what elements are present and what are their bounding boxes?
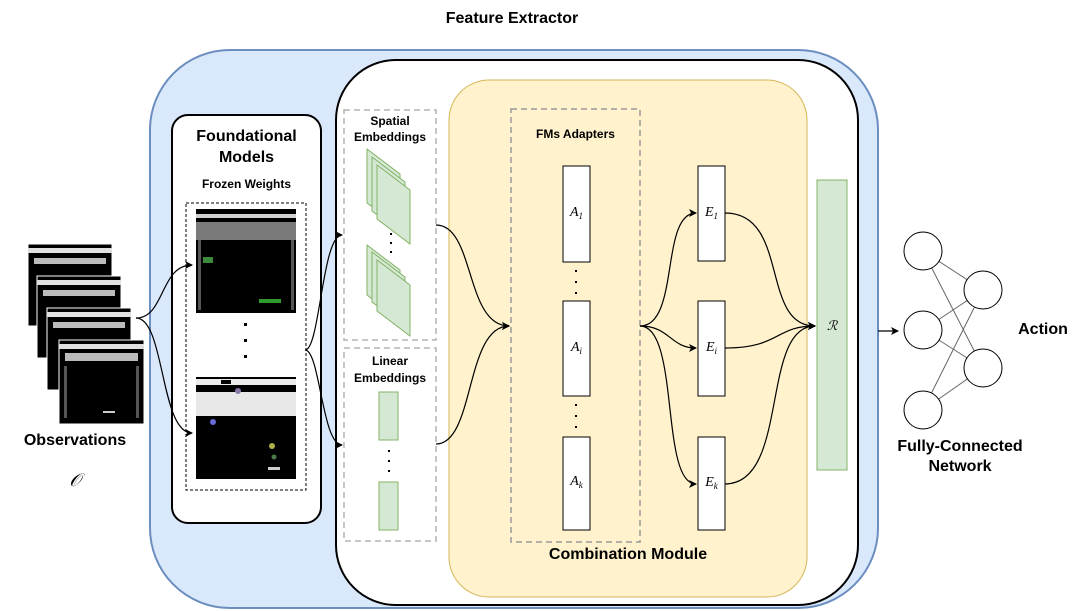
linear-embeddings-label-line1: Linear <box>371 354 408 368</box>
reducer-label: ℛ <box>826 318 838 333</box>
arrow-spatial-to-adapters <box>435 224 510 330</box>
linear-embedding-bar-1 <box>378 391 399 441</box>
fully-connected-network <box>903 231 1003 430</box>
spatial-embeddings-label-line1: Spatial <box>370 114 410 128</box>
reducer-bar <box>816 179 848 471</box>
fm-title-line1: Foundational <box>196 128 297 145</box>
arrow-fm-to-linear <box>304 349 343 449</box>
fully-connected-label-line1: Fully-Connected <box>897 438 1023 455</box>
linear-ellipsis <box>388 450 390 472</box>
adapter-box-1 <box>562 165 591 263</box>
spatial-embedding-stack-top <box>366 147 411 246</box>
adapter-label-i: Ai <box>570 340 583 356</box>
observation-stack <box>27 243 145 425</box>
adapter-ellipsis-bottom <box>575 404 577 428</box>
combination-module-box <box>448 79 808 598</box>
adapter-label-k: Ak <box>570 474 583 490</box>
frozen-weights-frame <box>185 202 307 491</box>
expert-label-1: E1 <box>704 205 719 221</box>
expert-label-i: Ei <box>705 340 718 356</box>
game-frame-top <box>196 209 296 313</box>
arrow-expert-1-to-reducer <box>724 212 816 330</box>
input-node-1 <box>903 231 943 271</box>
arrow-expert-k-to-reducer <box>724 322 816 485</box>
arrow-expert-i-to-reducer <box>724 322 816 349</box>
observations-label: Observations <box>23 432 127 449</box>
observations-symbol: 𝒪 <box>69 470 81 490</box>
arrow-adapters-to-expert-i <box>639 325 697 352</box>
spatial-embedding-stack-bottom <box>366 243 411 338</box>
adapters-title: FMs Adapters <box>536 127 615 141</box>
frame-ellipsis <box>244 323 247 358</box>
expert-box-k <box>697 436 726 531</box>
input-node-3 <box>903 390 943 430</box>
arrow-linear-to-adapters <box>435 322 510 445</box>
adapter-box-i <box>562 300 591 397</box>
output-node-1 <box>963 270 1003 310</box>
arrow-obs-to-frame-bottom <box>135 317 193 437</box>
input-node-2 <box>903 310 943 350</box>
arrow-fm-to-spatial <box>304 231 343 351</box>
arrow-adapters-to-expert-1 <box>639 209 697 327</box>
game-frame-bottom <box>196 377 296 479</box>
adapter-box-k <box>562 436 591 531</box>
fm-title-line2: Models <box>218 149 275 166</box>
adapter-ellipsis-top <box>575 270 577 294</box>
fm-subtitle: Frozen Weights <box>201 177 292 191</box>
action-label: Action <box>1018 321 1068 338</box>
spatial-embeddings-label-line2: Embeddings <box>353 130 426 144</box>
expert-label-k: Ek <box>705 475 718 491</box>
fully-connected-label-line2: Network <box>928 458 992 475</box>
linear-embeddings-label-line2: Embeddings <box>353 371 426 385</box>
feature-extractor-title: Feature Extractor <box>445 10 579 27</box>
expert-box-i <box>697 300 726 397</box>
adapter-label-1: A1 <box>569 205 584 221</box>
arrow-obs-to-frame-top <box>135 261 193 319</box>
output-node-2 <box>963 348 1003 388</box>
spatial-ellipsis <box>390 233 392 253</box>
combination-module-label: Combination Module <box>548 546 708 563</box>
linear-embedding-bar-2 <box>378 481 399 531</box>
arrow-adapters-to-expert-k <box>639 325 697 488</box>
